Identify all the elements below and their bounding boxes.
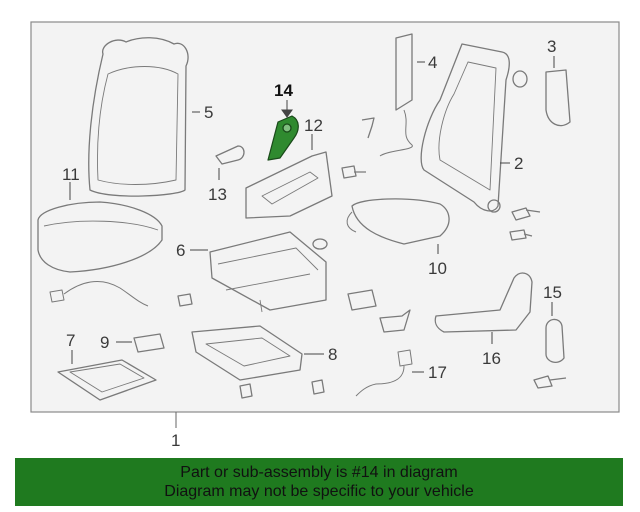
callout-14: 14: [274, 81, 293, 100]
part-bracket-b: [379, 309, 411, 333]
diagram-border: [30, 21, 620, 413]
callout-10: 10: [428, 259, 447, 278]
part-bolt-e: [533, 375, 567, 389]
callout-16: 16: [482, 349, 501, 368]
notice-banner: Part or sub-assembly is #14 in diagram D…: [15, 458, 623, 506]
part-bolt-b: [509, 229, 533, 241]
part-bolt-c: [341, 165, 366, 179]
part-recliner-mechanism: [245, 151, 333, 219]
part-seat-adjuster: [209, 231, 327, 311]
part-seat-back-cover-seam: [97, 66, 179, 185]
part-harness-left: [49, 281, 149, 307]
callout-3: 3: [547, 37, 556, 56]
part-seat-cushion-frame-harness: [346, 211, 357, 233]
part-bolt-a: [511, 207, 541, 221]
callout-2: 2: [514, 154, 523, 173]
callout-9: 9: [100, 333, 109, 352]
part-seat-cushion-cover-seam: [43, 220, 159, 231]
part-bracket-a: [347, 289, 377, 311]
callout-8: 8: [328, 345, 337, 364]
part-side-airbag-harness: [379, 109, 413, 157]
callout-11: 11: [62, 165, 80, 184]
part-wire-harness: [355, 349, 413, 397]
part-seat-adjuster-rail: [217, 247, 319, 313]
callout-5: 5: [204, 103, 213, 122]
part-bolt-d: [361, 117, 375, 139]
part-storage-tray: [57, 359, 157, 401]
part-grommet: [512, 70, 528, 88]
callout-17: 17: [428, 363, 447, 382]
part-seat-cushion-frame: [351, 198, 450, 245]
part-14-hole: [282, 123, 292, 133]
notice-line-2: Diagram may not be specific to your vehi…: [164, 483, 474, 500]
part-clip-a: [177, 293, 193, 307]
part-seat-back-frame: [420, 43, 510, 212]
part-side-shield: [434, 272, 533, 333]
part-cap: [545, 318, 565, 364]
part-seat-back-cover: [88, 37, 189, 197]
part-bolt-g: [311, 379, 325, 395]
part-bushing: [312, 238, 328, 250]
callout-13: 13: [208, 185, 227, 204]
part-seat-back-frame-inner: [438, 61, 497, 191]
part-switch: [133, 333, 165, 353]
part-bolt-f: [239, 383, 253, 399]
callout-7: 7: [66, 331, 75, 350]
part-recliner-cover: [545, 69, 571, 127]
part-lower-frame: [191, 325, 303, 381]
callout-1: 1: [171, 431, 180, 450]
parts-diagram: 5 4 2 3 14 12 13 11 6 10 15 16 7 9 8 17 …: [30, 21, 620, 450]
part-seat-back-frame-pivot: [487, 199, 501, 213]
leader-14-arrow: [281, 109, 293, 118]
callout-12: 12: [304, 116, 323, 135]
callout-6: 6: [176, 241, 185, 260]
callout-4: 4: [428, 53, 437, 72]
part-recliner-mechanism-detail: [261, 171, 319, 205]
part-side-airbag: [395, 33, 413, 111]
callout-15: 15: [543, 283, 562, 302]
part-seat-cushion-cover: [37, 201, 163, 273]
notice-line-1: Part or sub-assembly is #14 in diagram: [180, 464, 458, 481]
part-lower-frame-detail: [205, 337, 291, 367]
part-storage-tray-inner: [69, 363, 145, 393]
part-knob: [215, 145, 245, 165]
